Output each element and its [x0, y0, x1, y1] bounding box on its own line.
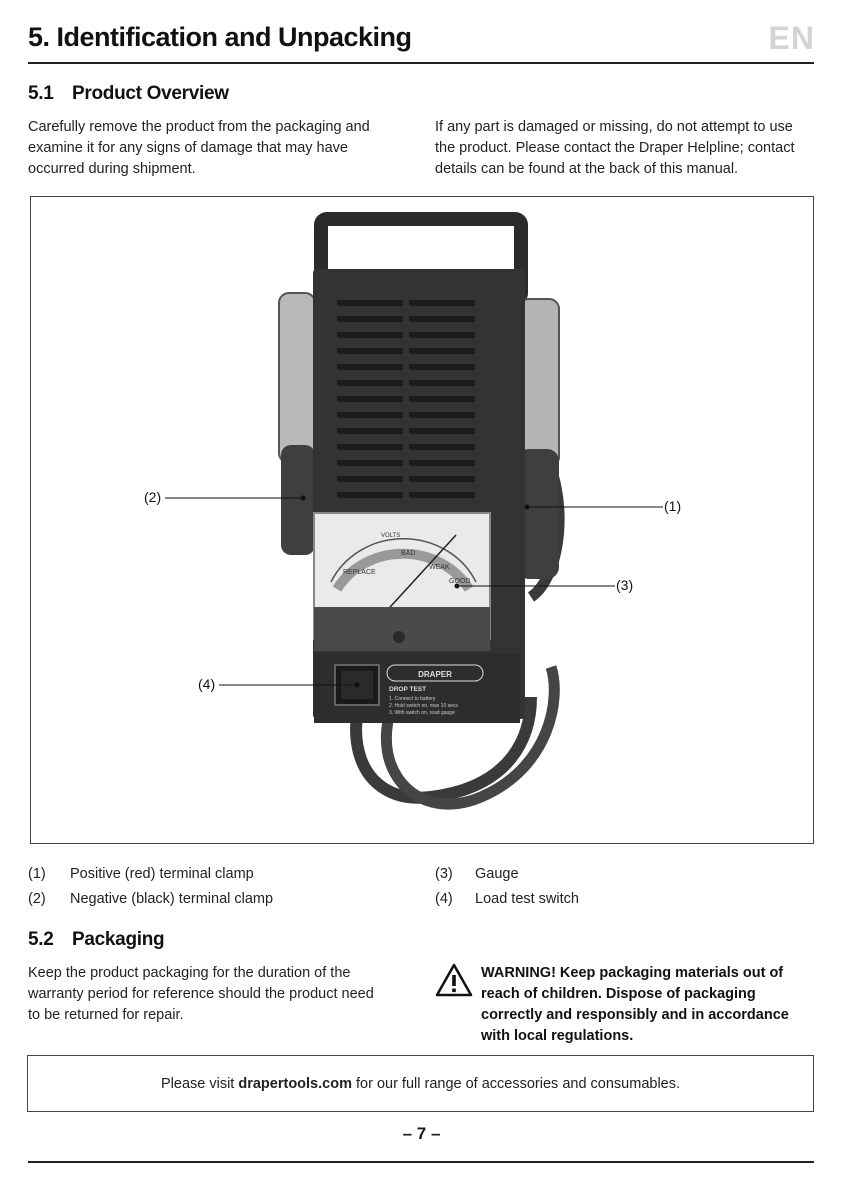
section-title: Product Overview: [72, 83, 229, 104]
warning-line: reach of children. Dispose of packaging: [481, 986, 756, 1002]
warning-line: with local regulations.: [481, 1028, 634, 1044]
legend-item-2: (2) Negative (black) terminal clamp: [28, 891, 273, 907]
panel-step: 3. With switch on, read gauge: [389, 710, 455, 716]
warning-triangle-icon: [435, 963, 473, 997]
brand-label: DRAPER: [418, 670, 452, 679]
legend-index: (2): [28, 891, 46, 907]
gauge-weak-label: WEAK: [429, 564, 450, 571]
section-heading-product-overview: 5.1 Product Overview: [28, 83, 229, 105]
panel-step: 1. Connect to battery: [389, 696, 436, 702]
callout-2: (2): [144, 489, 162, 505]
paragraph-line: If any part is damaged or missing, do no…: [435, 119, 793, 135]
header-rule: [28, 62, 814, 64]
callout-3: (3): [616, 577, 634, 593]
paragraph-line: Carefully remove the product from the pa…: [28, 119, 370, 135]
gauge-volts-label: VOLTS: [381, 533, 400, 539]
battery-tester-illustration: REPLACE BAD WEAK GOOD VOLTS DRAPER DROP …: [165, 212, 663, 810]
visit-suffix: for our full range of accessories and co…: [356, 1075, 681, 1092]
legend-label: Gauge: [475, 866, 519, 882]
legend-item-3: (3) Gauge: [435, 866, 519, 882]
visit-prefix: Please visit: [160, 1075, 235, 1092]
panel-title: DROP TEST: [389, 686, 426, 693]
callout-4: (4): [198, 676, 216, 692]
callout-1: (1): [664, 498, 682, 514]
section-heading-packaging: 5.2 Packaging: [28, 929, 165, 951]
product-figure: REPLACE BAD WEAK GOOD VOLTS DRAPER DROP …: [30, 196, 814, 844]
legend-index: (3): [435, 866, 453, 882]
paragraph-line: the product. Please contact the Draper H…: [435, 140, 795, 156]
gauge-bad-label: BAD: [401, 550, 415, 557]
legend-index: (1): [28, 866, 46, 882]
page-number: – 7 –: [402, 1124, 441, 1143]
section-number: 5.2: [28, 929, 54, 950]
panel-step: 2. Hold switch on, max 10 secs: [389, 703, 458, 709]
paragraph-line: warranty period for reference should the…: [28, 986, 374, 1002]
section-title: Packaging: [72, 929, 165, 950]
footer-rule: [28, 1161, 814, 1163]
gauge-good-label: GOOD: [449, 578, 470, 585]
paragraph-line: examine it for any signs of damage that …: [28, 140, 348, 156]
warning-message: WARNING! Keep packaging materials out of…: [481, 963, 821, 1047]
visit-website-banner: Please visit drapertools.com for our ful…: [27, 1055, 814, 1112]
legend-label: Negative (black) terminal clamp: [70, 891, 274, 907]
legend-item-1: (1) Positive (red) terminal clamp: [28, 866, 254, 882]
paragraph-line: Keep the product packaging for the durat…: [28, 965, 351, 981]
warning-line: correctly and responsibly and in accorda…: [481, 1007, 789, 1023]
gauge-replace-label: REPLACE: [343, 569, 376, 576]
legend-label: Load test switch: [475, 891, 579, 907]
overview-paragraph-left: Carefully remove the product from the pa…: [28, 117, 408, 180]
paragraph-line: occurred during shipment.: [28, 161, 196, 177]
overview-paragraph-right: If any part is damaged or missing, do no…: [435, 117, 825, 180]
paragraph-line: to be returned for repair.: [28, 1007, 184, 1023]
legend-label: Positive (red) terminal clamp: [70, 866, 254, 882]
language-badge: EN: [768, 20, 815, 56]
page-title: 5. Identification and Unpacking: [28, 22, 412, 52]
section-number: 5.1: [28, 83, 54, 104]
website-link[interactable]: drapertools.com: [238, 1075, 352, 1092]
paragraph-line: details can be found at the back of this…: [435, 161, 739, 177]
packaging-paragraph: Keep the product packaging for the durat…: [28, 963, 413, 1026]
legend-item-4: (4) Load test switch: [435, 891, 579, 907]
warning-line: WARNING! Keep packaging materials out of: [481, 965, 784, 981]
legend-index: (4): [435, 891, 453, 907]
